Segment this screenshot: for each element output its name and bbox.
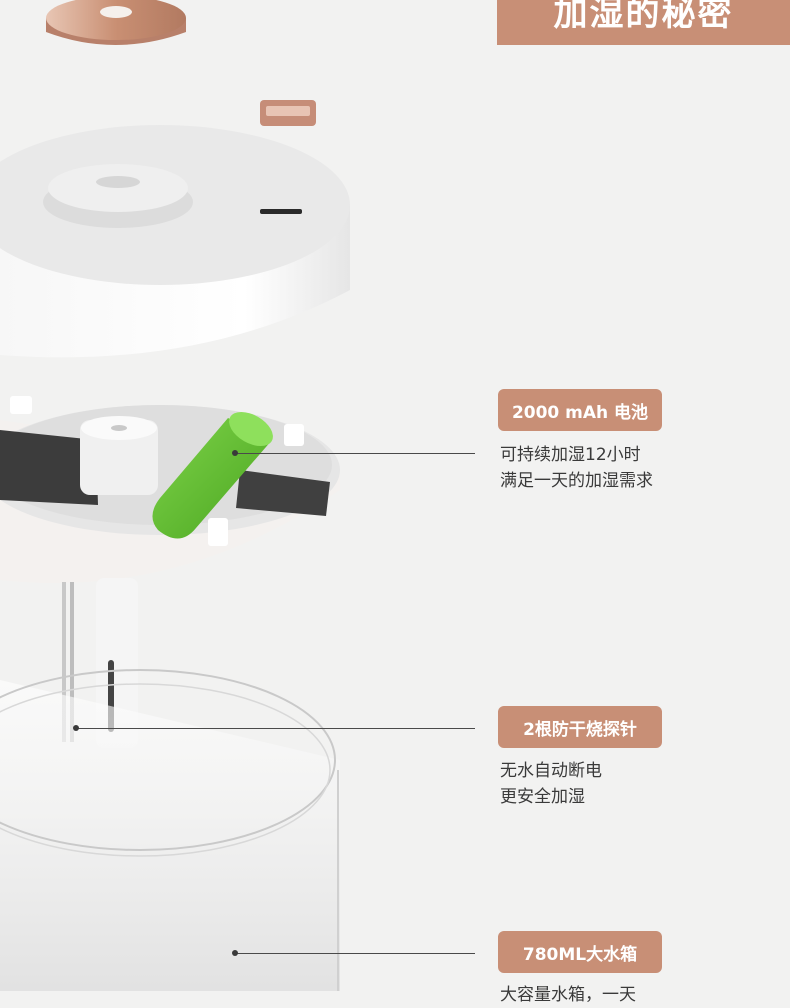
- feature-label-tank: 780ML大水箱: [498, 931, 662, 973]
- leader-line-battery: [235, 453, 475, 454]
- connector-part: [260, 100, 316, 126]
- leader-line-probes: [77, 728, 475, 729]
- feature-desc-battery: 可持续加湿12小时 满足一天的加湿需求: [500, 442, 653, 494]
- feature-label-battery: 2000 mAh 电池: [498, 389, 662, 431]
- feature-desc-line: 无水自动断电: [500, 761, 602, 781]
- atomizer-disc: [46, 0, 186, 45]
- leader-dot-battery: [232, 450, 238, 456]
- feature-desc-line: 大容量水箱，一天: [500, 985, 636, 1005]
- leader-line-tank: [235, 953, 475, 954]
- water-tank: [0, 669, 340, 991]
- lid-cover: [0, 125, 350, 358]
- feature-desc-line: 更安全加湿: [500, 787, 585, 807]
- feature-desc-probes: 无水自动断电 更安全加湿: [500, 758, 602, 810]
- feature-desc-tank: 大容量水箱，一天: [500, 982, 636, 1008]
- battery-cell: [152, 411, 273, 539]
- leader-dot-probes: [73, 725, 79, 731]
- page-title-banner: 加湿的秘密: [497, 0, 790, 45]
- feature-label-probes: 2根防干烧探针: [498, 706, 662, 748]
- leader-dot-tank: [232, 950, 238, 956]
- feature-desc-line: 可持续加湿12小时: [500, 445, 641, 465]
- feature-desc-line: 满足一天的加湿需求: [500, 471, 653, 491]
